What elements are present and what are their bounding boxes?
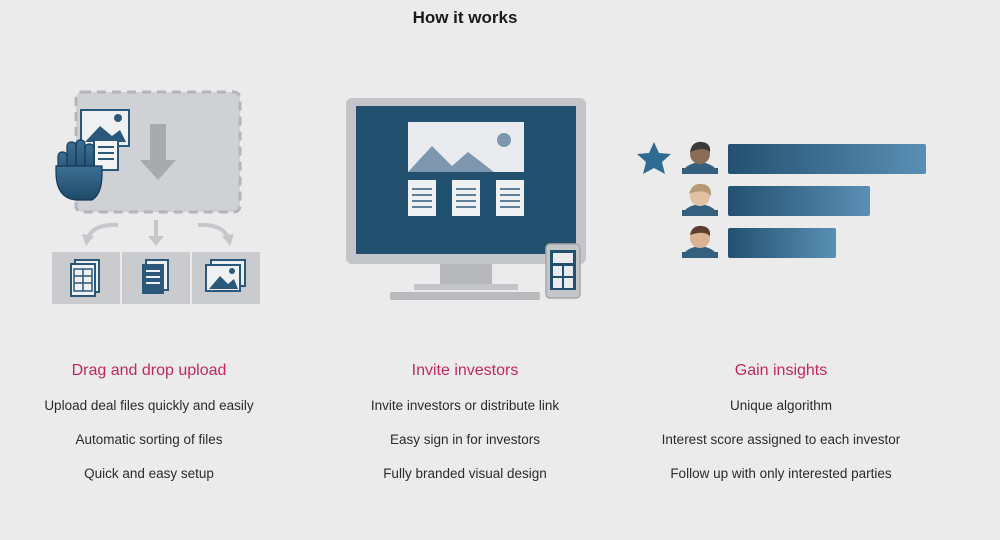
star-icon	[637, 142, 671, 174]
feature-line: Fully branded visual design	[383, 466, 547, 481]
feature-line: Interest score assigned to each investor	[661, 432, 901, 447]
column-heading: Gain insights	[734, 362, 828, 379]
column-invite: Invite investors Invite investors or dis…	[300, 362, 630, 500]
investor-avatar-icon	[682, 183, 718, 216]
column-heading: Invite investors	[411, 362, 519, 379]
score-bar	[728, 228, 836, 258]
upload-illustration	[52, 90, 260, 304]
photo-icon	[80, 109, 130, 147]
score-bar	[728, 144, 926, 174]
glove-icon	[55, 139, 103, 201]
document-icon	[93, 139, 119, 171]
document-icon	[452, 180, 480, 216]
document-icon	[408, 180, 436, 216]
column-insights: Gain insights Unique algorithm Interest …	[616, 362, 946, 500]
tablet-icon	[545, 243, 581, 299]
column-upload: Drag and drop upload Upload deal files q…	[0, 362, 314, 500]
invite-illustration	[346, 98, 586, 300]
insights-illustration	[637, 141, 926, 258]
investor-avatar-icon	[682, 141, 718, 174]
score-bar	[728, 186, 870, 216]
document-stack-icon	[142, 259, 169, 294]
feature-line: Easy sign in for investors	[389, 432, 541, 447]
feature-line: Unique algorithm	[729, 398, 833, 413]
column-heading: Drag and drop upload	[71, 362, 227, 379]
feature-line: Follow up with only interested parties	[670, 466, 892, 481]
feature-line: Upload deal files quickly and easily	[44, 398, 254, 413]
image-placeholder-icon	[408, 122, 524, 172]
investor-avatar-icon	[682, 225, 718, 258]
arrow-down-icon	[140, 124, 176, 180]
document-icon	[496, 180, 524, 216]
spreadsheet-stack-icon	[70, 259, 100, 297]
feature-line: Automatic sorting of files	[75, 432, 223, 447]
feature-line: Quick and easy setup	[84, 466, 214, 481]
keyboard-icon	[390, 292, 540, 300]
feature-line: Invite investors or distribute link	[370, 398, 560, 413]
photo-stack-icon	[205, 259, 246, 292]
page-title: How it works	[412, 8, 518, 27]
